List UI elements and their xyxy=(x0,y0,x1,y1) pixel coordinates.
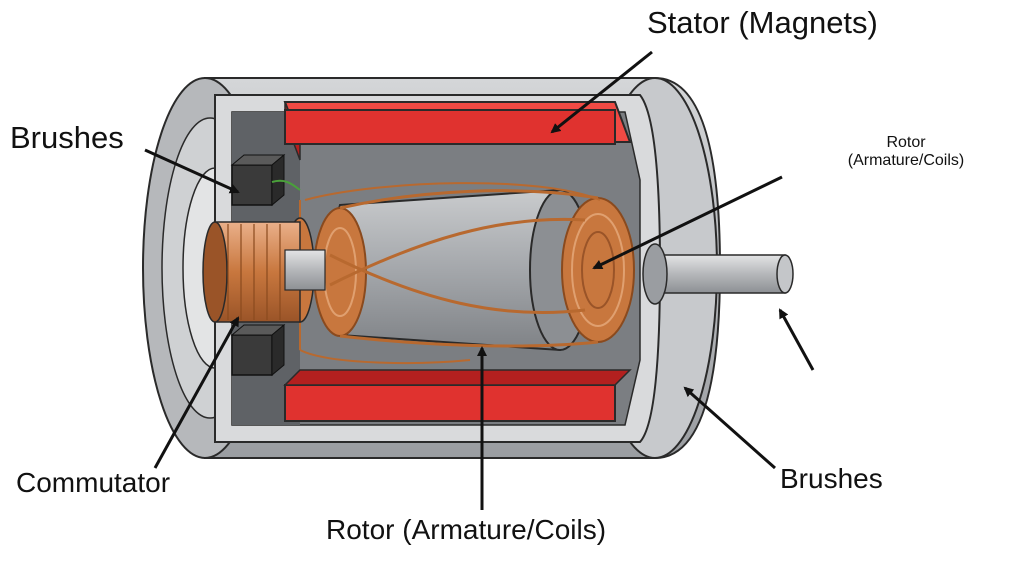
arrow-brushes-bottom xyxy=(683,386,776,470)
label-brushes-top: Brushes xyxy=(10,120,124,155)
label-rotor-right-sub: (Armature/Coils) xyxy=(847,151,965,169)
label-rotor-bottom: Rotor (Armature/Coils) xyxy=(326,514,607,545)
arrow-stator xyxy=(550,50,653,134)
brush-blocks xyxy=(230,153,301,377)
label-brushes-bottom: Brushes xyxy=(780,463,883,494)
leader-arrows xyxy=(144,50,815,510)
rotor-core xyxy=(329,188,591,352)
armature-coils xyxy=(299,182,635,364)
arrow-shaft-rotation xyxy=(778,308,815,371)
label-rotor-right: Rotor (Armature/Coils) xyxy=(790,134,1022,169)
output-shaft xyxy=(284,243,794,305)
arrow-rotor-right xyxy=(592,175,783,270)
label-commutator: Commutator xyxy=(16,467,171,498)
arrow-brushes-top xyxy=(144,148,240,194)
label-rotor-right-title: Rotor xyxy=(886,134,926,151)
arrow-commutator xyxy=(153,316,240,469)
label-stator: Stator (Magnets) xyxy=(647,5,878,40)
